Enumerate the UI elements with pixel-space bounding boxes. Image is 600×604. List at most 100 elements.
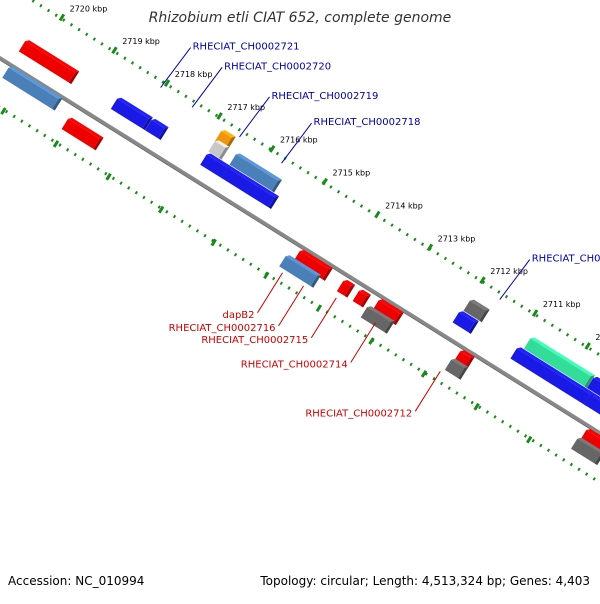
feature-end-cap	[310, 274, 322, 288]
gene-label: RHECIAT_CH0002714	[241, 359, 348, 370]
feature-bar-blue	[221, 167, 275, 208]
tick-mark-inner	[473, 402, 480, 411]
tick-mark-inner	[52, 140, 60, 148]
feature-bar-gray	[360, 307, 391, 333]
tick-mark	[321, 177, 328, 186]
feature-top-face	[516, 347, 595, 395]
feature-end-cap	[393, 312, 404, 326]
tick-label: 2711 kbp	[543, 300, 581, 309]
gene-label: RHECIAT_CH0002712	[305, 408, 412, 419]
feature-top-face	[206, 153, 232, 168]
gene-label-leader	[257, 272, 283, 314]
feature-top-face	[8, 66, 63, 99]
gene-label: RHECIAT_CH0002721	[193, 42, 300, 53]
feature-top-face	[285, 255, 322, 276]
tick-mark-inner	[0, 107, 7, 115]
feature-bar-blue	[110, 98, 149, 129]
feature-top-face	[25, 40, 80, 73]
feature-end-cap	[344, 284, 356, 298]
feature-top-face	[117, 97, 153, 119]
tick-label: 2717 kbp	[227, 103, 265, 112]
feature-end-cap	[457, 366, 469, 380]
feature-top-face	[577, 437, 600, 453]
gene-label-leader	[239, 96, 270, 138]
feature-bar-red	[61, 118, 100, 149]
feature-end-cap	[384, 320, 395, 334]
tick-mark-inner	[368, 337, 375, 345]
tick-mark-inner	[526, 435, 533, 444]
feature-bar-steelblue	[229, 154, 278, 191]
feature-end-cap	[271, 179, 283, 193]
tick-label: 2710 kbp	[595, 333, 600, 342]
feature-end-cap	[142, 117, 153, 131]
tick-label: 2718 kbp	[175, 70, 213, 79]
gene-label: RHECIAT_CH0002718	[314, 117, 421, 128]
feature-end-cap	[52, 97, 63, 111]
feature-bar-red	[372, 300, 400, 324]
feature-end-cap	[93, 137, 104, 151]
tick-mark	[531, 309, 539, 317]
tick-label: 2714 kbp	[385, 201, 423, 210]
gene-label: RHECIAT_CH0002713	[532, 254, 600, 265]
feature-end-cap	[479, 309, 490, 323]
feature-end-cap	[268, 196, 280, 209]
feature-bar-red	[336, 280, 352, 297]
feature-bar-gray	[444, 359, 465, 379]
tick-mark-inner	[157, 205, 165, 214]
gene-label: RHECIAT_CH0002720	[224, 61, 331, 72]
feature-end-cap	[218, 146, 230, 160]
tick-label: 2712 kbp	[490, 267, 528, 276]
gene-label-leader	[281, 122, 312, 164]
feature-top-face	[358, 289, 372, 296]
feature-top-face	[451, 358, 469, 368]
gene-label: RHECIAT_CH0002716	[169, 323, 276, 334]
tick-mark	[111, 46, 118, 55]
feature-end-cap	[594, 454, 600, 466]
feature-top-face	[586, 429, 600, 439]
tick-mark	[216, 112, 223, 120]
tick-mark	[584, 342, 591, 350]
feature-bar-blue	[584, 394, 600, 415]
genome-summary: Topology: circular; Length: 4,513,324 bp…	[260, 574, 590, 588]
tick-label: 2713 kbp	[438, 234, 476, 243]
feature-end-cap	[158, 127, 169, 140]
tick-mark-inner	[210, 238, 217, 247]
feature-top-face	[593, 376, 600, 382]
tick-label: 2715 kbp	[333, 169, 371, 178]
tick-mark	[426, 243, 434, 252]
feature-end-cap	[68, 71, 80, 85]
tick-mark-inner	[315, 304, 323, 313]
gene-label-leader	[350, 322, 377, 363]
gene-label-leader	[160, 47, 192, 88]
feature-bar-blue	[452, 312, 475, 333]
feature-bar-blue	[510, 348, 591, 405]
feature-bar-gray	[463, 300, 486, 321]
feature-top-face	[460, 350, 475, 358]
feature-bar-blue	[587, 377, 600, 397]
feature-top-face	[221, 130, 236, 138]
feature-bar-teal	[523, 338, 591, 387]
feature-top-face	[214, 140, 230, 148]
tick-label: 2720 kbp	[70, 4, 108, 13]
gene-label: RHECIAT_CH0002715	[201, 335, 308, 346]
feature-top-face	[299, 250, 333, 270]
gene-label-leader	[499, 259, 531, 300]
tick-mark	[374, 210, 381, 219]
gene-label-leader	[414, 371, 441, 412]
feature-top-face	[151, 119, 169, 129]
feature-top-face	[590, 393, 600, 401]
feature-bar-red	[352, 290, 367, 306]
tick-label: 2719 kbp	[122, 37, 160, 46]
feature-bar-blue	[144, 120, 165, 139]
map-title: Rhizobium etli CIAT 652, complete genome	[148, 10, 452, 26]
tick-mark	[479, 276, 486, 285]
feature-top-face	[530, 337, 595, 377]
feature-top-face	[235, 153, 283, 181]
feature-bar-steelblue	[279, 256, 318, 287]
feature-top-face	[469, 299, 490, 311]
gene-label: RHECIAT_CH0002719	[271, 91, 378, 102]
tick-mark	[58, 13, 66, 22]
feature-end-cap	[468, 321, 479, 334]
